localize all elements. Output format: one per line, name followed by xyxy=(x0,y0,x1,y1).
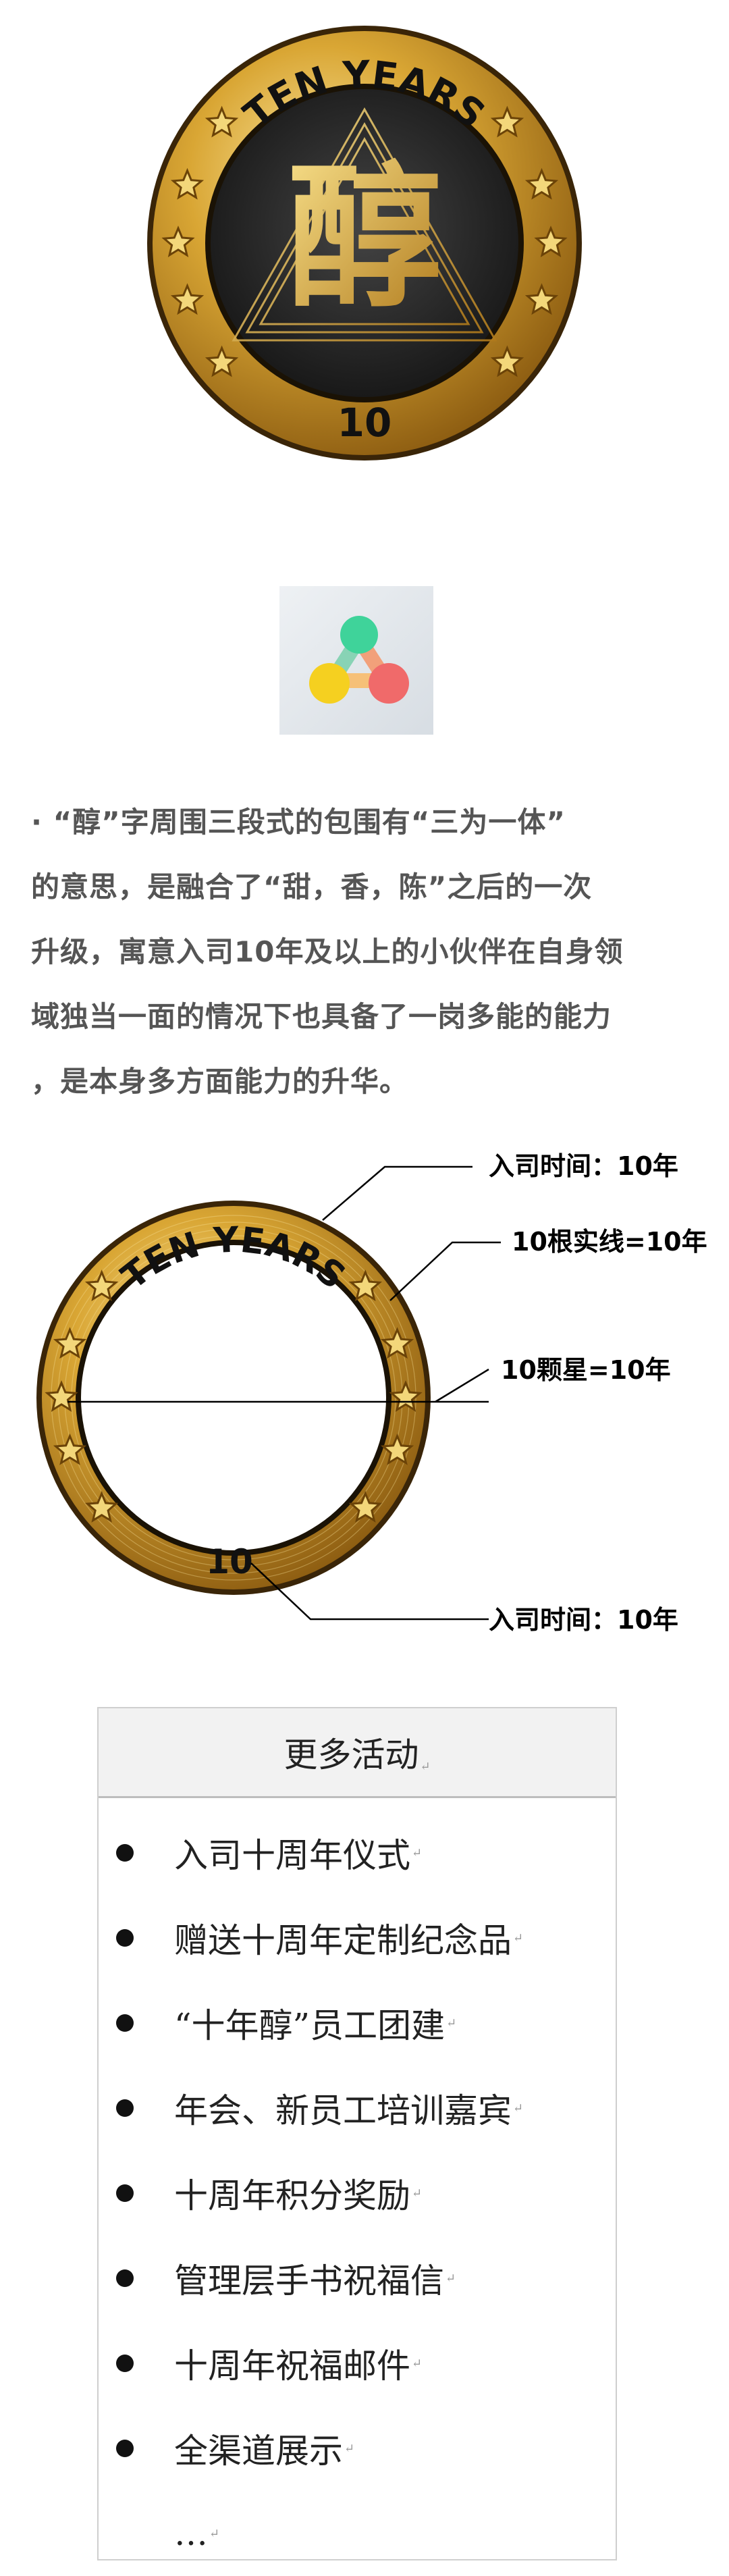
star-icon xyxy=(205,105,239,138)
star-icon xyxy=(45,1380,78,1412)
activities-title: 更多活动↵ xyxy=(284,1735,431,1775)
star-icon xyxy=(53,1327,87,1359)
return-mark-icon: ↵ xyxy=(412,2186,423,2201)
star-icon xyxy=(170,283,205,315)
star-icon xyxy=(84,1269,119,1302)
description-line: ，是本身多方面能力的升华。 xyxy=(31,1065,409,1098)
bullet-icon xyxy=(116,1929,134,1947)
star-icon xyxy=(389,1380,423,1412)
pointer-line-lines xyxy=(389,1241,501,1301)
return-mark-icon: ↵ xyxy=(513,2101,524,2115)
bullet-icon xyxy=(116,2014,134,2032)
bullet-icon xyxy=(116,2184,134,2202)
star-icon xyxy=(205,345,239,377)
three-node-molecule-icon xyxy=(309,616,409,704)
activities-header: 更多活动↵ xyxy=(99,1708,616,1798)
medal-center-character: 醇 xyxy=(287,147,442,329)
medal-stars xyxy=(161,105,568,377)
list-item: 入司十周年仪式↵ xyxy=(99,1810,616,1895)
annotation-lines: 10根实线=10年 xyxy=(512,1227,707,1257)
return-mark-icon: ↵ xyxy=(412,2356,423,2371)
annotation-bottom: 入司时间：10年 xyxy=(489,1605,678,1635)
list-item-ellipsis: …↵ xyxy=(174,2514,220,2553)
pointer-line-top xyxy=(322,1165,473,1221)
return-mark-icon: ↵ xyxy=(344,2441,355,2456)
ten-years-medal: 醇 TEN YEARS 10 xyxy=(147,26,582,461)
star-icon xyxy=(84,1491,119,1523)
return-mark-icon: ↵ xyxy=(446,2271,456,2286)
star-icon xyxy=(161,226,195,257)
star-icon xyxy=(524,283,559,315)
ring-bottom-number: 10 xyxy=(206,1542,253,1581)
star-icon xyxy=(53,1433,87,1465)
description-line: 的意思，是融合了“甜，香，陈”之后的一次 xyxy=(31,870,593,903)
medal-description: · “醇”字周围三段式的包围有“三为一体” 的意思，是融合了“甜，香，陈”之后的… xyxy=(31,790,706,1114)
pointer-line-stars-b xyxy=(435,1368,489,1403)
star-icon xyxy=(534,226,568,257)
return-mark-icon: ↵ xyxy=(412,1845,423,1860)
return-mark-icon: ↵ xyxy=(446,2016,457,2030)
star-icon xyxy=(348,1269,383,1302)
description-line: 域独当一面的情况下也具备了一岗多能的能力 xyxy=(31,1000,612,1033)
more-activities-table: 更多活动↵ 入司十周年仪式↵ 赠送十周年定制纪念品↵ “十年醇”员工团建↵ 年会… xyxy=(97,1707,617,2560)
list-item: 年会、新员工培训嘉宾↵ xyxy=(99,2066,616,2151)
return-mark-icon: ↵ xyxy=(420,1760,431,1774)
list-item: 十周年祝福邮件↵ xyxy=(99,2321,616,2406)
star-icon xyxy=(348,1491,383,1523)
pointer-line-bottom xyxy=(250,1562,489,1621)
description-line: 升级，寓意入司10年及以上的小伙伴在自身领 xyxy=(31,935,624,968)
star-icon xyxy=(170,167,205,200)
bullet-icon xyxy=(116,2099,134,2117)
return-mark-icon: ↵ xyxy=(513,1930,524,1945)
list-item: “十年醇”员工团建↵ xyxy=(99,1980,616,2066)
bullet-icon xyxy=(116,2355,134,2372)
activities-list: 入司十周年仪式↵ 赠送十周年定制纪念品↵ “十年醇”员工团建↵ 年会、新员工培训… xyxy=(99,1798,616,2576)
description-line: · “醇”字周围三段式的包围有“三为一体” xyxy=(31,806,566,839)
app-logo-tile xyxy=(279,586,433,735)
ring-stars xyxy=(45,1269,423,1523)
star-icon xyxy=(524,167,559,200)
list-item: 十周年积分奖励↵ xyxy=(99,2151,616,2236)
bullet-icon xyxy=(116,2269,134,2287)
star-icon xyxy=(380,1327,414,1359)
bullet-icon xyxy=(116,1844,134,1862)
return-mark-icon: ↵ xyxy=(209,2526,220,2541)
list-item: 赠送十周年定制纪念品↵ xyxy=(99,1895,616,1980)
star-icon xyxy=(490,105,524,138)
annotation-stars: 10颗星=10年 xyxy=(501,1355,671,1385)
medal-bottom-number: 10 xyxy=(338,400,392,446)
annotation-top: 入司时间：10年 xyxy=(489,1151,678,1181)
bullet-icon xyxy=(116,2440,134,2457)
medal-explanation-diagram: TEN YEARS 10 入司时间：10年 10根实线=10年 10颗星=10年… xyxy=(36,1151,707,1635)
star-icon xyxy=(490,345,524,377)
star-icon xyxy=(380,1433,414,1465)
list-item: 管理层手书祝福信↵ xyxy=(99,2236,616,2321)
list-item: 全渠道展示↵ xyxy=(99,2406,616,2491)
